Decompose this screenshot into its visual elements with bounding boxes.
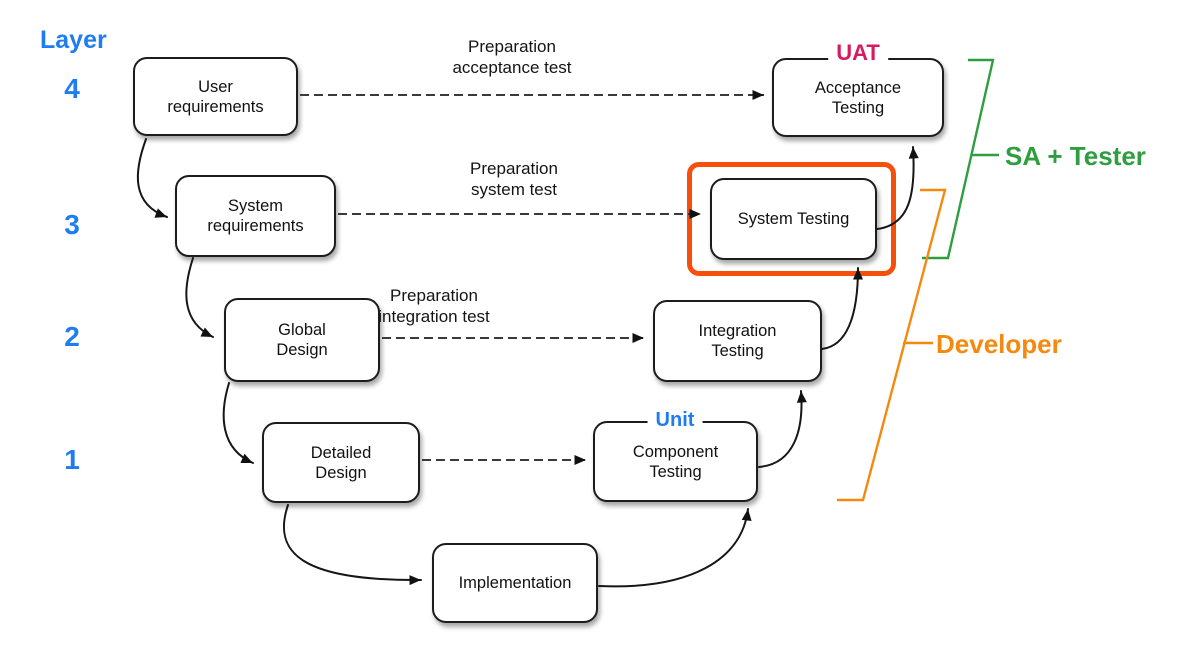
node-global-design: Global Design — [224, 298, 380, 382]
sa-tester-label: SA + Tester — [1005, 141, 1146, 171]
node-system-testing: System Testing — [710, 178, 877, 260]
node-label: Component Testing — [632, 442, 719, 481]
arrow-implementation-to-component — [598, 508, 752, 588]
arrow-integration-to-systemtesting — [821, 267, 863, 350]
arrow-sysreq-to-global — [185, 257, 214, 338]
node-component-testing: Component Testing — [593, 421, 758, 502]
uat-tag: UAT — [828, 42, 888, 64]
label-preparation-acceptance-test: Preparation acceptance test — [452, 37, 572, 77]
node-label: Acceptance Testing — [814, 78, 902, 117]
node-label: System Testing — [737, 210, 850, 228]
developer-label: Developer — [936, 329, 1062, 359]
node-label: Global Design — [276, 321, 328, 359]
node-detailed-design: Detailed Design — [262, 422, 420, 503]
arrow-component-to-integration — [758, 390, 807, 468]
arrow-detailed-to-implementation — [283, 504, 422, 586]
node-integration-testing: Integration Testing — [653, 300, 822, 382]
node-system-requirements: System requirements — [175, 175, 336, 257]
node-label: Integration Testing — [698, 322, 777, 360]
node-label: User requirements — [167, 77, 264, 116]
node-implementation: Implementation — [432, 543, 598, 623]
arrow-user-to-sysreq — [136, 138, 168, 218]
label-preparation-integration-test: Preparation integration test — [378, 286, 490, 326]
layer-axis-title: Layer — [40, 26, 107, 54]
layer-number-2: 2 — [64, 321, 80, 352]
arrow-global-to-detailed — [222, 382, 254, 464]
layer-number-3: 3 — [64, 209, 80, 240]
layer-number-4: 4 — [64, 73, 80, 104]
unit-tag: Unit — [647, 409, 703, 431]
dashed-preparation-arrows — [300, 90, 764, 465]
node-label: Implementation — [458, 574, 572, 592]
node-user-requirements: User requirements — [133, 57, 298, 136]
node-label: Detailed Design — [310, 443, 372, 482]
layer-number-1: 1 — [64, 444, 80, 475]
node-acceptance-testing: Acceptance Testing — [772, 58, 944, 137]
node-label: System requirements — [207, 197, 304, 235]
label-preparation-system-test: Preparation system test — [470, 159, 558, 199]
